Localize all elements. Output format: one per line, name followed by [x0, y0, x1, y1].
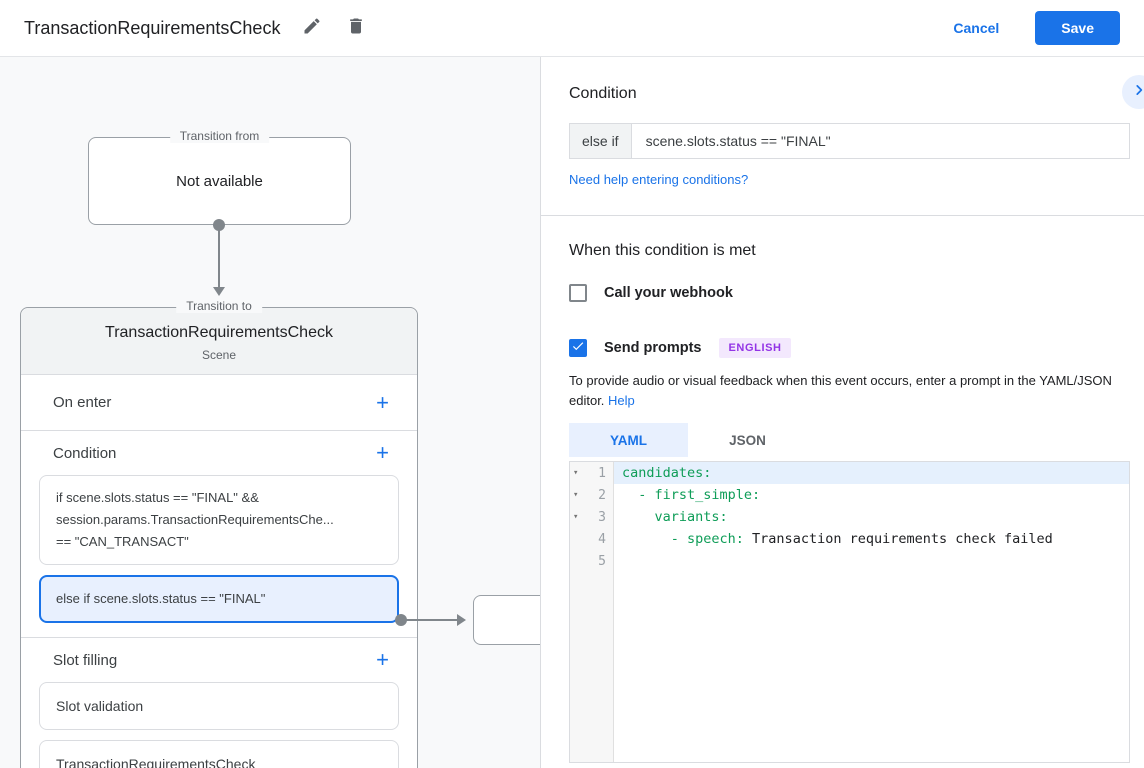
editor-tabs: YAML JSON — [569, 423, 1130, 457]
save-button[interactable]: Save — [1035, 11, 1120, 45]
condition-editor-panel: Condition else if scene.slots.status == … — [540, 57, 1144, 768]
prompts-description: To provide audio or visual feedback when… — [569, 371, 1130, 410]
code-line: variants: — [622, 509, 728, 525]
fold-arrow-icon[interactable]: ▾ — [573, 512, 579, 522]
line-number: 2 — [598, 487, 606, 503]
connector-dot — [395, 614, 407, 626]
scene-card-header[interactable]: TransactionRequirementsCheck Scene — [21, 308, 417, 375]
page-title: TransactionRequirementsCheck — [24, 17, 281, 38]
fold-arrow-icon[interactable]: ▾ — [573, 468, 579, 478]
scene-card: Transition to TransactionRequirementsChe… — [20, 299, 418, 768]
transition-from-content: Not available — [176, 172, 263, 190]
slot-filling-section: Slot filling + Slot validation Transacti… — [21, 638, 417, 768]
condition-line: session.params.TransactionRequirementsCh… — [56, 512, 334, 527]
code-line: candidates: — [614, 462, 1129, 484]
connector-line-horizontal — [403, 619, 457, 621]
code-line: - speech: Transaction requirements check… — [622, 531, 1053, 547]
slot-item-label: TransactionRequirementsCheck — [56, 756, 256, 768]
help-link[interactable]: Help — [608, 392, 635, 408]
condition-section: Condition + if scene.slots.status == "FI… — [21, 431, 417, 638]
yaml-code-editor[interactable]: ▾ 1 ▾ 2 ▾ 3 4 5 candidates: - first_simple:… — [569, 461, 1130, 763]
condition-item-elseif-selected[interactable]: else if scene.slots.status == "FINAL" — [39, 575, 399, 623]
condition-item-if[interactable]: if scene.slots.status == "FINAL" && sess… — [39, 475, 399, 565]
slot-filling-label: Slot filling — [53, 651, 118, 669]
slot-item-label: Slot validation — [56, 698, 144, 714]
language-badge: ENGLISH — [719, 338, 791, 358]
condition-prefix-label: else if — [569, 123, 631, 159]
call-webhook-label: Call your webhook — [604, 285, 733, 301]
connector-line-vertical — [218, 225, 220, 287]
editor-gutter: ▾ 1 ▾ 2 ▾ 3 4 5 — [570, 462, 614, 762]
scene-card-subtitle: Scene — [201, 348, 237, 362]
condition-line: else if scene.slots.status == "FINAL" — [56, 591, 266, 606]
top-bar: TransactionRequirementsCheck Cancel Save — [0, 0, 1144, 57]
cancel-button[interactable]: Cancel — [953, 20, 1000, 36]
condition-input-row: else if scene.slots.status == "FINAL" — [569, 123, 1130, 159]
fold-arrow-icon[interactable]: ▾ — [573, 490, 579, 500]
edit-scene-button[interactable] — [300, 16, 324, 40]
add-slot-button[interactable]: + — [376, 647, 389, 672]
condition-section-label: Condition — [53, 444, 117, 462]
code-line: - first_simple: — [622, 487, 761, 503]
when-met-heading: When this condition is met — [569, 242, 756, 259]
line-number: 1 — [598, 465, 606, 481]
collapse-panel-button[interactable] — [1122, 75, 1144, 109]
on-enter-row[interactable]: On enter + — [21, 375, 417, 431]
arrow-right-icon — [457, 614, 466, 626]
condition-expression-input[interactable]: scene.slots.status == "FINAL" — [630, 123, 1130, 159]
transition-from-box[interactable]: Transition from Not available — [88, 129, 351, 225]
line-number: 3 — [598, 509, 606, 525]
editor-code-area[interactable]: candidates: - first_simple: variants: - … — [614, 462, 1129, 762]
chevron-right-icon — [1132, 83, 1144, 102]
send-prompts-label: Send prompts — [604, 340, 702, 356]
scene-flow-canvas: Transition from Not available Transition… — [0, 57, 540, 768]
tab-yaml[interactable]: YAML — [569, 423, 688, 457]
line-number: 5 — [598, 553, 606, 569]
tab-json[interactable]: JSON — [729, 432, 766, 448]
transition-to-legend: Transition to — [176, 299, 262, 313]
scene-card-title: TransactionRequirementsCheck — [105, 324, 333, 341]
add-condition-button[interactable]: + — [376, 440, 389, 465]
add-on-enter-button[interactable]: + — [376, 389, 389, 415]
slot-validation-item[interactable]: Slot validation — [39, 682, 399, 730]
transition-from-legend: Transition from — [169, 129, 270, 143]
pencil-icon — [302, 16, 322, 41]
webhook-row: Call your webhook — [569, 284, 1130, 302]
prompts-description-text: To provide audio or visual feedback when… — [569, 373, 1112, 408]
arrow-down-icon — [213, 287, 225, 296]
call-webhook-checkbox[interactable] — [569, 284, 587, 302]
condition-line: == "CAN_TRANSACT" — [56, 534, 189, 549]
condition-heading: Condition — [569, 85, 637, 102]
condition-met-section: When this condition is met Call your web… — [541, 216, 1144, 763]
send-prompts-checkbox[interactable] — [569, 339, 587, 357]
condition-help-link[interactable]: Need help entering conditions? — [569, 172, 749, 187]
on-enter-label: On enter — [53, 394, 112, 411]
code-line — [614, 550, 1129, 572]
checkmark-icon — [571, 339, 585, 358]
line-number: 4 — [598, 531, 606, 547]
condition-line: if scene.slots.status == "FINAL" && — [56, 490, 259, 505]
trash-icon — [346, 16, 366, 41]
condition-header-section: Condition else if scene.slots.status == … — [541, 57, 1144, 216]
delete-scene-button[interactable] — [344, 16, 368, 40]
transition-target-box[interactable] — [473, 595, 540, 645]
send-prompts-row: Send prompts ENGLISH — [569, 338, 1130, 358]
slot-transaction-item[interactable]: TransactionRequirementsCheck — [39, 740, 399, 768]
